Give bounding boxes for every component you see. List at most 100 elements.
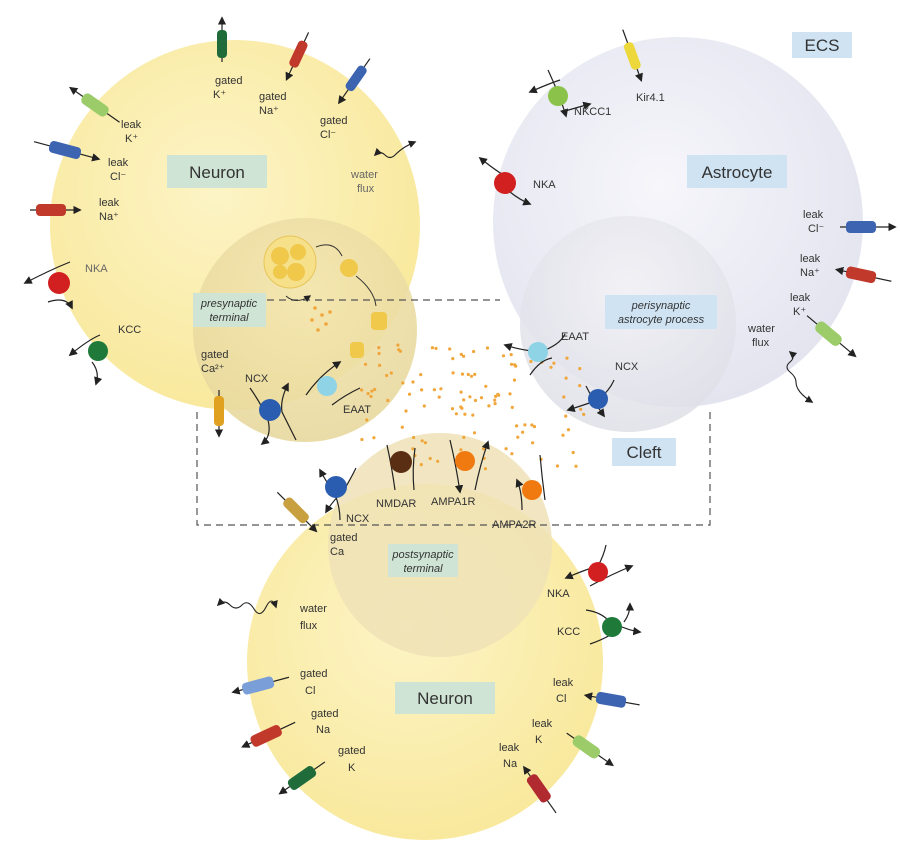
ncx-postsynaptic-label: NCX xyxy=(346,513,370,525)
kir41-channel-icon xyxy=(622,29,643,82)
nka-transporter-icon xyxy=(23,261,73,310)
glutamate-dot xyxy=(437,395,441,399)
glutamate-dot xyxy=(386,398,390,403)
glutamate-dot xyxy=(373,387,377,392)
glutamate-dot xyxy=(521,430,525,434)
glutamate-dot xyxy=(472,431,477,435)
glutamate-dot xyxy=(459,405,463,409)
glutamate-dot xyxy=(514,364,518,368)
kcc-bottom-label: KCC xyxy=(557,626,580,638)
glutamate-dot xyxy=(564,414,568,418)
glutamate-dot xyxy=(508,392,512,396)
water-flux-bottom-label-1: water xyxy=(299,603,327,615)
glutamate-dot xyxy=(479,396,484,400)
gated-ca-label-2: Ca²⁺ xyxy=(201,363,225,375)
presynaptic-terminal xyxy=(193,218,417,442)
gated-na-bottom-label-2: Na xyxy=(316,724,331,736)
gated-cl-bottom-channel-icon xyxy=(231,676,290,695)
glutamate-dot xyxy=(462,398,466,402)
presynaptic-label-1: presynaptic xyxy=(200,298,258,310)
glutamate-dot xyxy=(411,447,415,451)
gated-na-channel-icon xyxy=(285,32,310,81)
glutamate-dot xyxy=(404,409,408,413)
glutamate-dot xyxy=(454,412,458,416)
gated-k-bottom-label-1: gated xyxy=(338,745,366,757)
glutamate-dot xyxy=(578,384,582,388)
gated-ca-label-1: gated xyxy=(201,349,229,361)
gated-cl-bottom-label-2: Cl xyxy=(305,685,315,697)
gated-na-label-2: Na⁺ xyxy=(259,105,279,117)
gated-na-bottom-channel-icon xyxy=(241,721,296,748)
water-flux-astrocyte-label-1: water xyxy=(747,323,775,335)
leak-k-astrocyte-icon xyxy=(806,315,857,358)
cleft-label-box xyxy=(612,438,676,466)
kir41-label: Kir4.1 xyxy=(636,92,665,104)
glutamate-dot xyxy=(509,362,514,366)
glutamate-dot xyxy=(566,428,571,432)
glutamate-dot xyxy=(459,390,463,394)
glutamate-dot xyxy=(411,380,415,384)
kcc-bottom-transporter-icon xyxy=(585,602,642,645)
leak-cl-bottom-label-1: leak xyxy=(553,677,574,689)
glutamate-dot xyxy=(365,418,369,422)
glutamate-dot xyxy=(378,363,382,367)
leak-cl-astrocyte-label-1: leak xyxy=(803,209,824,221)
glutamate-dot xyxy=(494,394,498,398)
ecs-label: ECS xyxy=(805,36,840,55)
ncx-postsynaptic-icon xyxy=(319,467,357,521)
glutamate-dot xyxy=(481,447,486,451)
glutamate-dot xyxy=(469,374,474,378)
glutamate-dot xyxy=(549,365,553,369)
postsynaptic-label-box xyxy=(388,544,458,577)
glutamate-dot xyxy=(462,435,466,439)
leak-k-astrocyte-label-1: leak xyxy=(790,292,811,304)
glutamate-dot xyxy=(369,394,373,399)
ampa2r-receptor-icon xyxy=(515,454,546,511)
leak-na-astrocyte-icon xyxy=(834,266,892,284)
gated-ca-channel-icon xyxy=(214,390,224,438)
glutamate-dot xyxy=(459,352,463,356)
glutamate-dot xyxy=(579,407,583,411)
glutamate-dot xyxy=(571,450,575,455)
glutamate-dot xyxy=(434,346,438,350)
glutamate-dot xyxy=(420,439,424,443)
glutamate-dot xyxy=(422,404,426,408)
gated-k-channel-icon xyxy=(217,16,227,62)
eaat-presynaptic-label: EAAT xyxy=(343,404,371,416)
gated-k-bottom-channel-icon xyxy=(278,761,326,795)
glutamate-dot xyxy=(574,464,578,468)
nmdar-receptor-icon xyxy=(386,444,416,491)
gated-cl-label-2: Cl⁻ xyxy=(320,129,336,141)
leak-na-channel-icon xyxy=(30,204,82,216)
glutamate-dot xyxy=(582,412,586,416)
nkcc1-transporter-icon xyxy=(528,69,592,118)
leak-cl-bottom-channel-icon xyxy=(583,691,640,708)
nka-astrocyte-label: NKA xyxy=(533,179,556,191)
glutamate-dot xyxy=(516,435,520,439)
glutamate-dot xyxy=(419,373,423,377)
glutamate-dot xyxy=(515,424,519,428)
glutamate-dot xyxy=(501,354,506,358)
eaat-astrocyte-icon xyxy=(503,333,566,376)
water-flux-top-icon xyxy=(373,140,417,159)
perisynaptic-label-1: perisynaptic xyxy=(631,300,691,312)
gated-na-bottom-label-1: gated xyxy=(311,708,339,720)
vesicle-icon xyxy=(340,259,358,277)
gated-na-label-1: gated xyxy=(259,91,287,103)
glutamate-dot xyxy=(401,381,405,385)
gated-k-label-1: gated xyxy=(215,75,243,87)
leak-k-bottom-label-2: K xyxy=(535,734,543,746)
leak-na-bottom-label-2: Na xyxy=(503,758,518,770)
glutamate-dot xyxy=(530,423,534,427)
water-flux-bottom-label-2: flux xyxy=(300,620,318,632)
glutamate-dot xyxy=(564,376,568,380)
water-flux-top-label-2: flux xyxy=(357,183,375,195)
water-flux-top-label-1: water xyxy=(350,169,378,181)
astrocyte-label-box xyxy=(687,155,787,188)
glutamate-dot xyxy=(432,388,436,392)
glutamate-dot xyxy=(430,346,434,350)
glutamate-dot xyxy=(561,433,565,437)
gated-cl-channel-icon xyxy=(337,58,371,105)
leak-k-astrocyte-label-2: K⁺ xyxy=(793,306,806,318)
